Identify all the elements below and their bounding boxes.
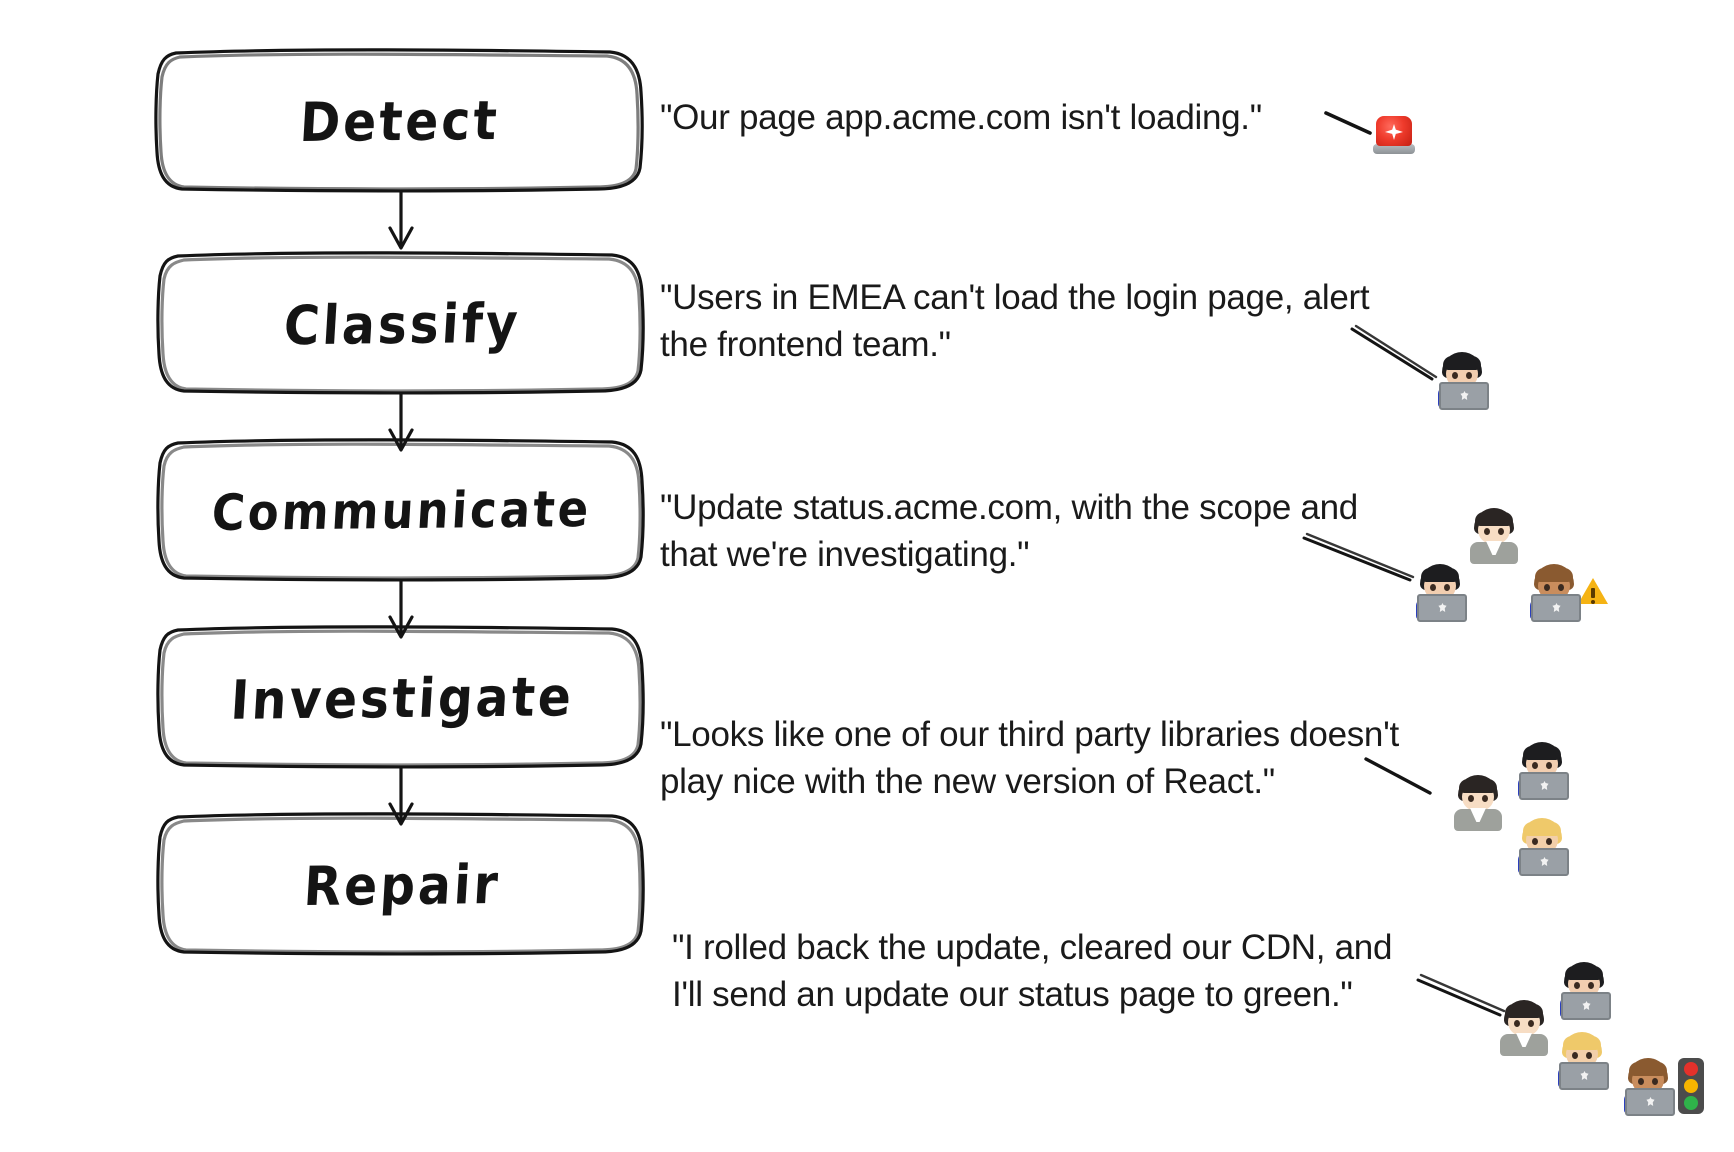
eye-right <box>1588 982 1594 989</box>
step-label-investigate: Investigate <box>228 664 576 732</box>
step-box-communicate[interactable]: Communicate <box>159 440 645 582</box>
eye-right <box>1528 1020 1534 1027</box>
eye-left <box>1638 1078 1644 1085</box>
office-worker-icon <box>1468 508 1520 564</box>
eye-right <box>1482 795 1488 802</box>
eye-left <box>1532 838 1538 845</box>
fringe <box>1421 568 1459 582</box>
warning-dot <box>1591 600 1595 604</box>
woman-technologist-icon <box>1516 742 1569 800</box>
traffic-lamp-yellow <box>1684 1079 1698 1093</box>
fringe <box>1565 966 1603 980</box>
eye-right <box>1558 584 1564 591</box>
fringe <box>1563 1036 1601 1050</box>
quote-communicate: "Update status.acme.com, with the scope … <box>660 488 1358 574</box>
step-box-repair[interactable]: Repair <box>159 814 645 956</box>
eye-left <box>1430 584 1436 591</box>
eye-left <box>1452 372 1458 379</box>
laptop <box>1519 848 1569 876</box>
office-worker-icon <box>1452 775 1504 831</box>
warning-bar <box>1591 588 1595 598</box>
step-label-classify: Classify <box>281 291 523 357</box>
step-box-classify[interactable]: Classify <box>159 253 645 395</box>
traffic-lamp-green <box>1684 1096 1698 1110</box>
step-label-repair: Repair <box>301 852 503 918</box>
step-box-investigate[interactable]: Investigate <box>159 627 645 769</box>
eye-left <box>1484 528 1490 535</box>
fringe <box>1629 1062 1667 1076</box>
eye-right <box>1498 528 1504 535</box>
woman-technologist-icon <box>1436 352 1489 410</box>
office-worker-icon <box>1498 1000 1550 1056</box>
fringe <box>1459 779 1497 793</box>
laptop <box>1559 1062 1609 1090</box>
laptop <box>1417 594 1467 622</box>
laptop <box>1625 1088 1675 1116</box>
fringe <box>1523 746 1561 760</box>
fringe <box>1443 356 1481 370</box>
police-car-light-icon <box>1372 112 1416 158</box>
fringe <box>1535 568 1573 582</box>
eye-left <box>1544 584 1550 591</box>
eye-left <box>1468 795 1474 802</box>
step-label-communicate: Communicate <box>210 480 594 542</box>
traffic-light-icon <box>1678 1058 1704 1114</box>
eye-right <box>1466 372 1472 379</box>
warning-sign-icon <box>1578 578 1608 606</box>
eye-left <box>1574 982 1580 989</box>
step-box-detect[interactable]: Detect <box>157 50 643 192</box>
eye-right <box>1546 762 1552 769</box>
laptop <box>1439 382 1489 410</box>
step-label-detect: Detect <box>298 88 502 154</box>
technologist-traffic-light-icon <box>1622 1058 1675 1116</box>
connector-arrowhead-1 <box>388 226 414 250</box>
woman-technologist-icon <box>1414 564 1467 622</box>
quote-classify: "Users in EMEA can't load the login page… <box>660 278 1370 364</box>
fringe <box>1475 512 1513 526</box>
eye-left <box>1514 1020 1520 1027</box>
eye-right <box>1652 1078 1658 1085</box>
siren-base <box>1373 144 1415 154</box>
quote-investigate: "Looks like one of our third party libra… <box>660 715 1399 801</box>
quote-repair: "I rolled back the update, cleared our C… <box>672 928 1393 1014</box>
technologist-warning-icon <box>1528 564 1581 622</box>
woman-technologist-icon <box>1558 962 1611 1020</box>
laptop <box>1531 594 1581 622</box>
eye-right <box>1546 838 1552 845</box>
traffic-lamp-red <box>1684 1062 1698 1076</box>
eye-left <box>1572 1052 1578 1059</box>
laptop <box>1561 992 1611 1020</box>
eye-right <box>1444 584 1450 591</box>
eye-right <box>1586 1052 1592 1059</box>
eye-left <box>1532 762 1538 769</box>
blonde-technologist-icon <box>1556 1032 1609 1090</box>
quote-detect: "Our page app.acme.com isn't loading." <box>660 98 1262 137</box>
fringe <box>1523 822 1561 836</box>
blonde-technologist-icon <box>1516 818 1569 876</box>
fringe <box>1505 1004 1543 1018</box>
laptop <box>1519 772 1569 800</box>
